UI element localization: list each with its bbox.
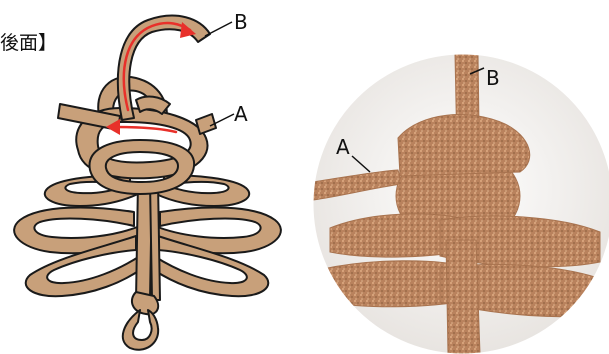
right-label-a: A: [336, 135, 350, 159]
cord-illustration: [14, 16, 281, 350]
caption-text: 後面】: [0, 32, 57, 54]
photo-circle: [313, 54, 609, 354]
left-label-b: B: [234, 10, 248, 34]
left-label-a: A: [234, 102, 248, 126]
head-coils: [58, 77, 208, 194]
right-label-b: B: [486, 66, 500, 90]
left-label-b-leader: [205, 22, 232, 36]
arrow-lower: [116, 127, 176, 132]
